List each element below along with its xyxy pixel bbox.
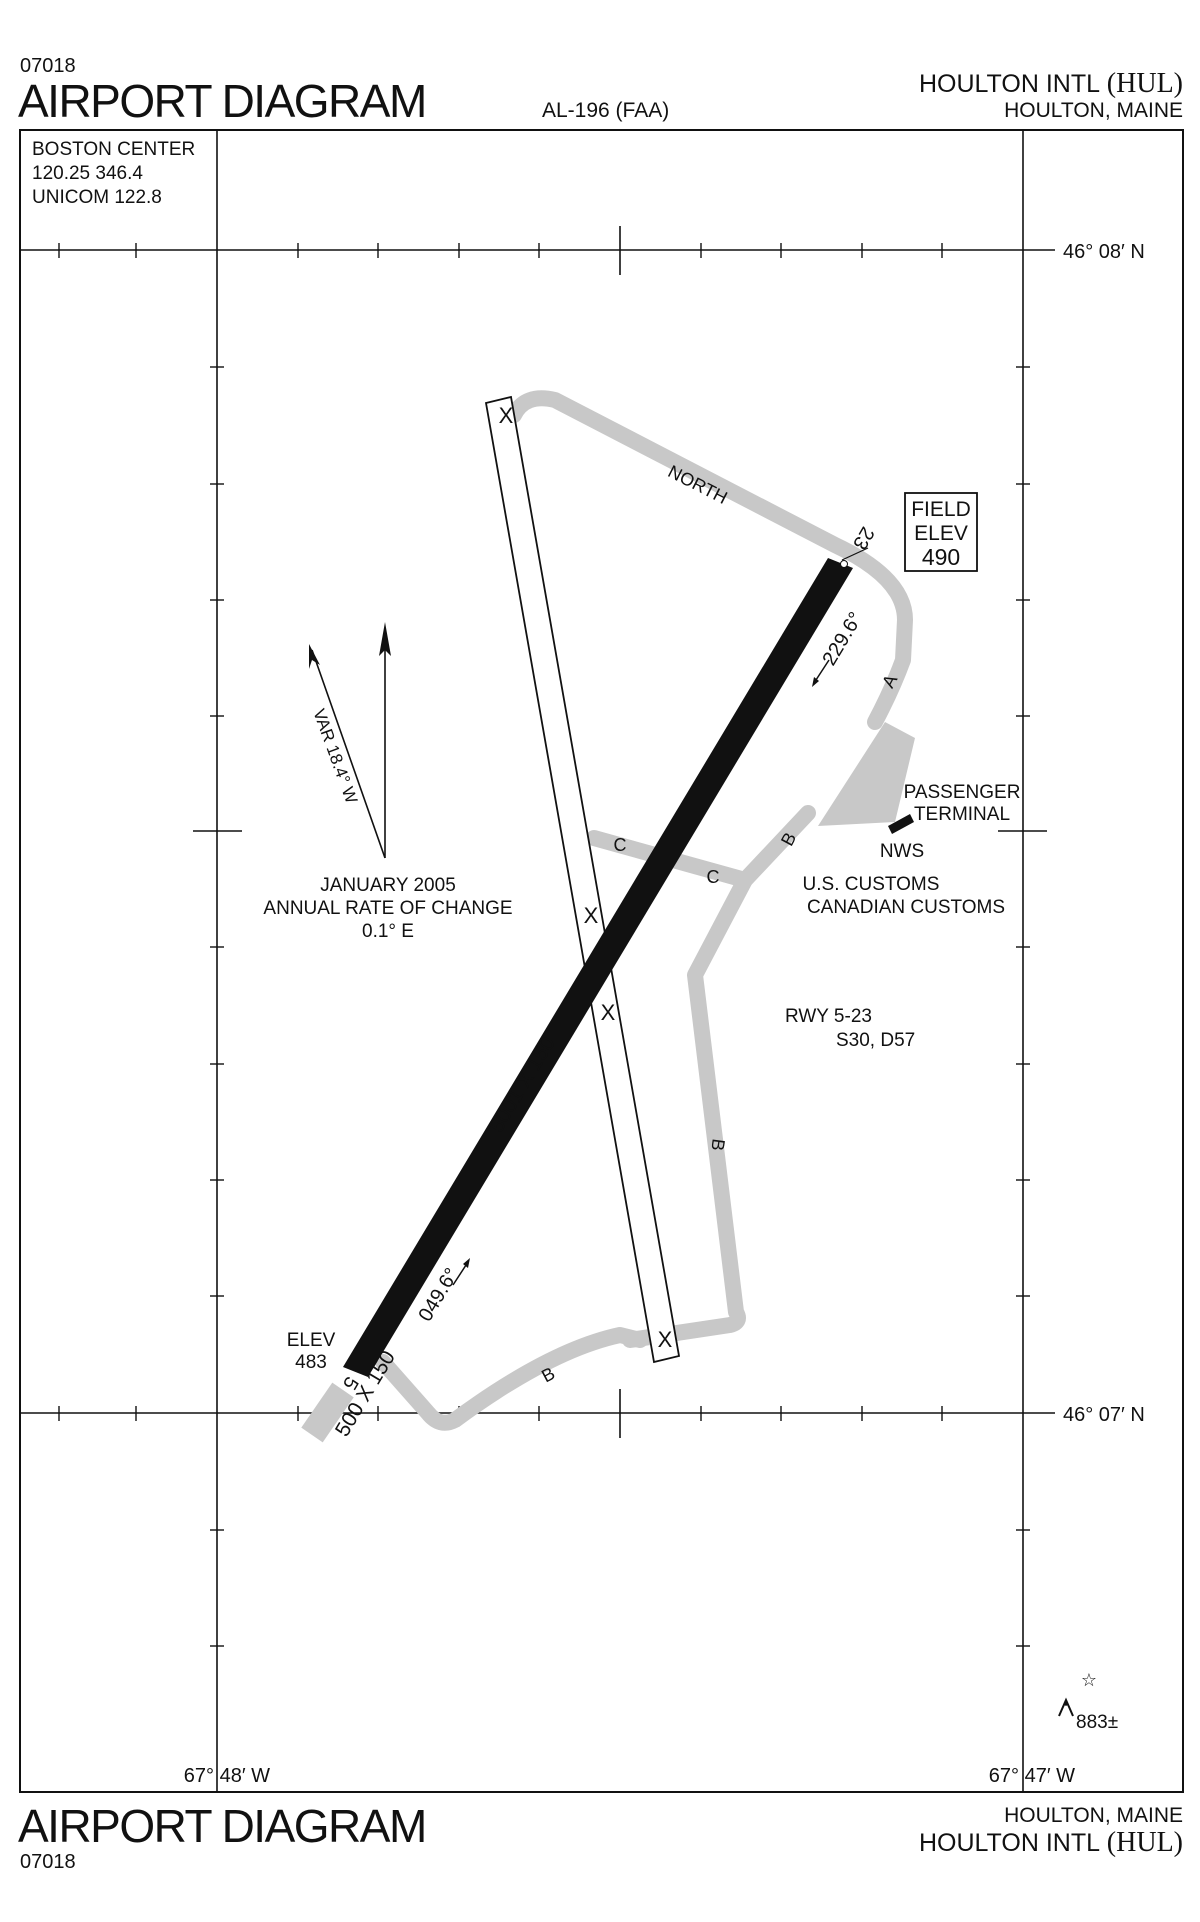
footer-city-state: HOULTON, MAINE xyxy=(1004,1804,1183,1827)
apron xyxy=(818,722,915,826)
heading-229-arrowhead xyxy=(812,677,819,687)
magnetic-north-arrowhead xyxy=(309,644,320,669)
lon-label-left: 67° 48′ W xyxy=(184,1765,270,1787)
terminal-label-line2: TERMINAL xyxy=(914,804,1010,825)
closed-runway-x-north: X xyxy=(499,403,514,428)
field-elev-value: 490 xyxy=(922,544,960,570)
chart-frame xyxy=(19,129,1184,1793)
runway-23-leader xyxy=(841,547,869,561)
obstacle-icon-dot xyxy=(1064,1702,1068,1706)
grid-ticks xyxy=(58,243,1030,1647)
true-north-arrowhead xyxy=(379,622,391,656)
comms-line1: BOSTON CENTER xyxy=(32,139,195,160)
footer-airport-ident: (HUL) xyxy=(1107,1827,1183,1858)
rwy-info-line1: RWY 5-23 xyxy=(785,1006,872,1027)
taxiway-network xyxy=(301,390,913,1443)
variation-label: VAR 18.4° W xyxy=(309,706,361,806)
closed-runway-outline xyxy=(484,395,681,1364)
header-airport-ident: (HUL) xyxy=(1107,68,1183,99)
closed-runway-x-mid: X xyxy=(584,903,599,928)
variation-date: JANUARY 2005 xyxy=(320,875,456,896)
variation-rate-label: ANNUAL RATE OF CHANGE xyxy=(263,898,512,919)
comms-line3: UNICOM 122.8 xyxy=(32,187,162,208)
heading-229-label: 229.6° xyxy=(818,608,867,669)
header-airport-name: HOULTON INTL xyxy=(919,70,1100,98)
comms-line2: 120.25 346.4 xyxy=(32,163,143,184)
field-elev-line2: ELEV xyxy=(914,522,968,545)
north-arrows xyxy=(309,622,391,859)
taxiway-north-a xyxy=(506,390,913,730)
rwy-info-line2: S30, D57 xyxy=(836,1030,915,1051)
header-title: AIRPORT DIAGRAM xyxy=(18,75,426,127)
header-city-state: HOULTON, MAINE xyxy=(1004,99,1183,122)
elev-label: ELEV xyxy=(287,1330,336,1351)
heading-049-arrowhead xyxy=(463,1258,470,1268)
stopway-5 xyxy=(301,1382,354,1443)
header-procedure-id: AL-196 (FAA) xyxy=(542,99,669,122)
taxiway-b-label-east: B xyxy=(707,1137,728,1152)
taxiway-b-east xyxy=(622,805,816,1348)
magnetic-north-line xyxy=(311,649,386,859)
runway-dimensions-label: 5001 X 150 xyxy=(485,1033,560,1137)
field-elev-line1: FIELD xyxy=(911,498,971,521)
footer-title: AIRPORT DIAGRAM xyxy=(18,1800,426,1852)
us-customs-label: U.S. CUSTOMS xyxy=(803,874,940,895)
obstacle-icon xyxy=(1058,1697,1074,1717)
runway-5-23 xyxy=(343,558,853,1377)
closed-runway: X X X X xyxy=(484,395,681,1364)
lat-lon-grid xyxy=(20,130,1055,1792)
variation-rate-value: 0.1° E xyxy=(362,921,414,942)
header-volume-code: 07018 xyxy=(20,55,76,77)
closed-runway-x-south: X xyxy=(658,1327,673,1352)
taxiway-b-south xyxy=(375,1327,648,1431)
terminal-label-line1: PASSENGER xyxy=(904,782,1021,803)
elev-value: 483 xyxy=(295,1352,327,1373)
field-elev-point xyxy=(840,560,848,568)
nws-label: NWS xyxy=(880,841,924,862)
canadian-customs-label: CANADIAN CUSTOMS xyxy=(807,897,1005,918)
closed-runway-x-center: X xyxy=(601,1000,616,1025)
footer-airport-name: HOULTON INTL xyxy=(919,1829,1100,1857)
star-icon: ☆ xyxy=(1081,1670,1097,1690)
footer-volume-code: 07018 xyxy=(20,1851,76,1873)
lat-label-top: 46° 08′ N xyxy=(1063,241,1145,263)
obstacle-elevation: 883± xyxy=(1076,1712,1118,1733)
taxiway-c-label-east: C xyxy=(707,867,720,887)
taxiway-c-label-west: C xyxy=(614,835,627,855)
terminal-building xyxy=(888,814,914,834)
lon-label-right: 67° 47′ W xyxy=(989,1765,1075,1787)
field-elev-box xyxy=(904,492,978,572)
lat-label-bottom: 46° 07′ N xyxy=(1063,1404,1145,1426)
